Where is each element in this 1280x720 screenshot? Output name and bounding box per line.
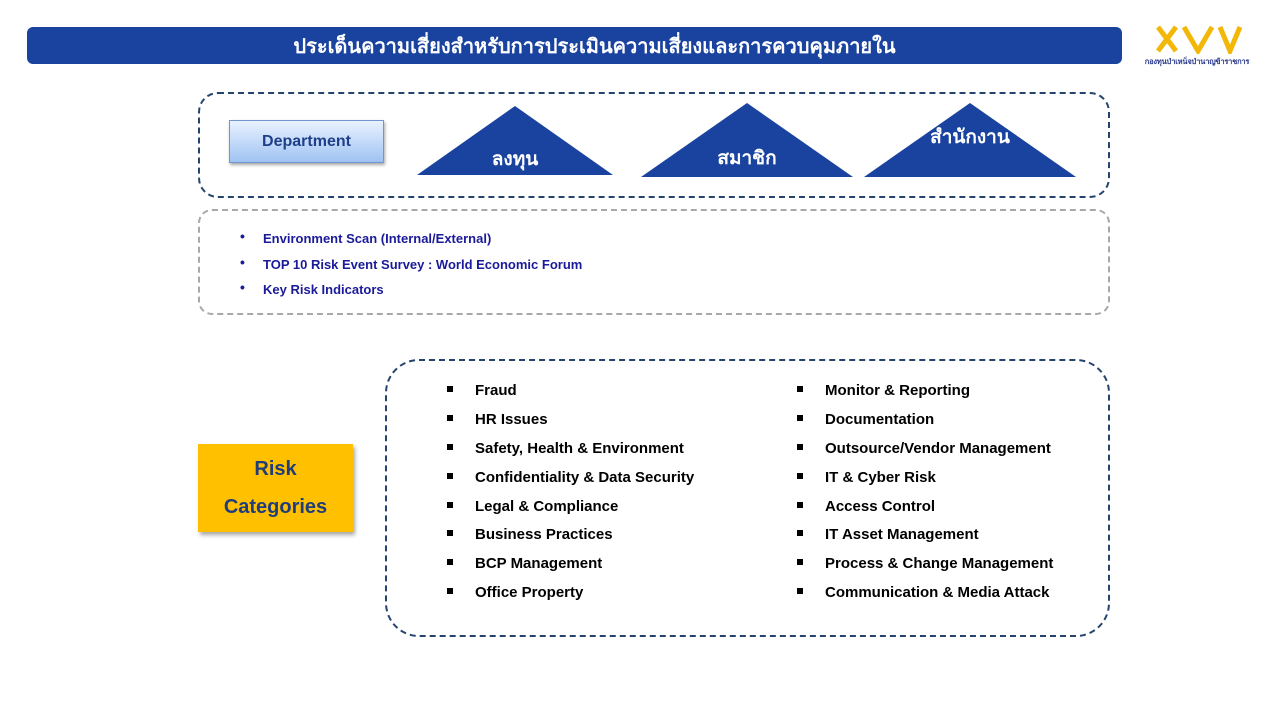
list-item: Access Control bbox=[796, 496, 1053, 525]
list-item: IT & Cyber Risk bbox=[796, 467, 1053, 496]
list-item: BCP Management bbox=[446, 553, 694, 582]
list-item: Outsource/Vendor Management bbox=[796, 438, 1053, 467]
square-bullet-icon bbox=[797, 559, 803, 566]
bullet-icon: • bbox=[240, 279, 245, 295]
square-bullet-icon bbox=[447, 559, 453, 566]
list-item: Fraud bbox=[446, 380, 694, 409]
list-item: Documentation bbox=[796, 409, 1053, 438]
scan-list: •Environment Scan (Internal/External) •T… bbox=[240, 228, 583, 306]
square-bullet-icon bbox=[447, 414, 453, 421]
bullet-icon: • bbox=[240, 253, 245, 270]
list-item: Communication & Media Attack bbox=[796, 582, 1053, 611]
square-bullet-icon bbox=[447, 386, 453, 392]
categories-left-list: Fraud HR Issues Safety, Health & Environ… bbox=[446, 380, 694, 611]
square-bullet-icon bbox=[797, 530, 803, 537]
list-item: Process & Change Management bbox=[796, 553, 1053, 582]
list-item: Safety, Health & Environment bbox=[446, 438, 694, 467]
list-item: Legal & Compliance bbox=[446, 496, 694, 525]
square-bullet-icon bbox=[447, 501, 453, 508]
list-item: HR Issues bbox=[446, 409, 694, 438]
scan-panel bbox=[198, 209, 1110, 315]
list-item: •Environment Scan (Internal/External) bbox=[240, 228, 492, 246]
square-bullet-icon bbox=[797, 472, 803, 479]
square-bullet-icon bbox=[797, 443, 803, 450]
triangle-shape bbox=[417, 106, 613, 175]
list-item: Business Practices bbox=[446, 524, 694, 553]
department-panel bbox=[198, 92, 1110, 198]
risk-label-line2: Categories bbox=[223, 496, 328, 518]
logo-mark-icon bbox=[1156, 25, 1242, 54]
square-bullet-icon bbox=[797, 501, 803, 508]
unit-members: สมาชิก bbox=[641, 103, 853, 178]
list-item: Confidentiality & Data Security bbox=[446, 467, 694, 496]
list-item: •TOP 10 Risk Event Survey : World Econom… bbox=[240, 253, 583, 272]
risk-categories-label: Risk Categories bbox=[198, 444, 353, 532]
department-label: Department bbox=[229, 120, 384, 163]
unit-label: สมาชิก bbox=[717, 147, 777, 169]
square-bullet-icon bbox=[447, 443, 453, 450]
list-item: Monitor & Reporting bbox=[796, 380, 1053, 409]
square-bullet-icon bbox=[797, 386, 803, 392]
unit-label: ลงทุน bbox=[491, 148, 539, 170]
unit-office: สำนักงาน bbox=[864, 103, 1076, 178]
risk-label-line1: Risk bbox=[254, 458, 297, 480]
unit-label: สำนักงาน bbox=[930, 126, 1010, 148]
square-bullet-icon bbox=[447, 472, 453, 479]
logo-caption: กองทุนบำเหน็จบำนาญข้าราชการ bbox=[1144, 57, 1250, 66]
title-bar: ประเด็นความเสี่ยงสำหรับการประเมินความเสี… bbox=[27, 27, 1122, 64]
square-bullet-icon bbox=[797, 588, 803, 595]
unit-investment: ลงทุน bbox=[417, 106, 613, 176]
page-title: ประเด็นความเสี่ยงสำหรับการประเมินความเสี… bbox=[293, 33, 896, 58]
square-bullet-icon bbox=[447, 530, 453, 537]
square-bullet-icon bbox=[797, 414, 803, 421]
list-item: Office Property bbox=[446, 582, 694, 611]
triangle-shape bbox=[641, 103, 853, 177]
categories-right-list: Monitor & Reporting Documentation Outsou… bbox=[796, 380, 1053, 611]
bullet-icon: • bbox=[240, 228, 245, 244]
categories-panel bbox=[385, 359, 1110, 637]
triangle-shape bbox=[864, 103, 1076, 177]
square-bullet-icon bbox=[447, 588, 453, 595]
list-item: •Key Risk Indicators bbox=[240, 279, 384, 297]
list-item: IT Asset Management bbox=[796, 524, 1053, 553]
logo: กองทุนบำเหน็จบำนาญข้าราชการ bbox=[1134, 22, 1260, 72]
